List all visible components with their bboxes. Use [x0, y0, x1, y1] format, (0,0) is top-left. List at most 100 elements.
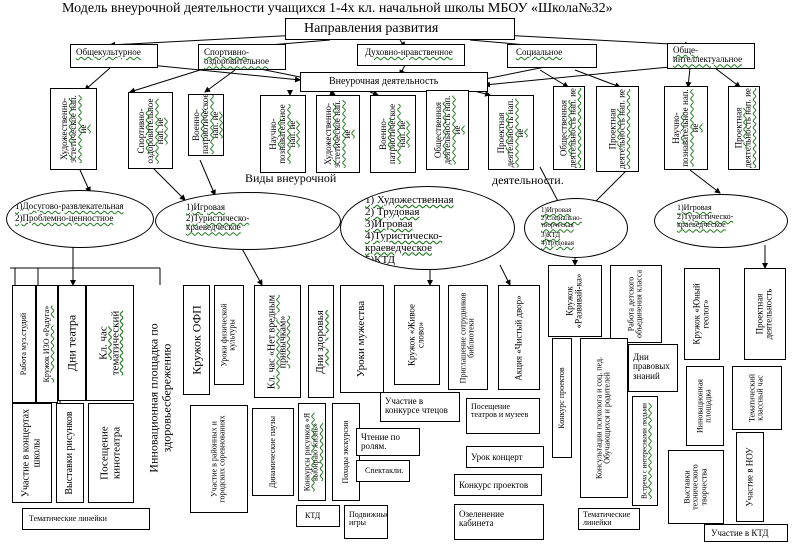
ellipse-item: 1)Игровая: [541, 206, 572, 214]
activity-types-ellipse: 1) Художественная 2) Трудовая 3)Игровая …: [340, 186, 515, 270]
activity-types-ellipse: 1)Досугово-развлекательная 2)Проблемно-ц…: [6, 190, 154, 248]
program-box: Художественно-эстетическое нап. ие: [316, 95, 360, 173]
result-label: Озеленение кабинета: [459, 509, 504, 529]
ellipse-item: 2)Социально-творческая: [541, 214, 582, 230]
root-directions-box: Направления развития: [285, 18, 515, 40]
direction-box: Спортивно-оздоровительное: [198, 44, 286, 70]
result-box: Посещение театров и музеев: [466, 398, 540, 434]
activity-box: Кружок ОФП: [183, 285, 210, 395]
activity-label: Кружок ОФП: [189, 305, 204, 375]
result-box: Консультации психолога и соц. пед. Обуча…: [580, 338, 628, 498]
activity-label: Кружок «Развивай-ка»: [564, 273, 584, 329]
result-box: Подвижные игры: [344, 505, 388, 539]
center-box: Внеурочная деятельность: [300, 72, 488, 92]
program-label: Военно-патриотическое нап. ие: [377, 103, 407, 165]
direction-label: Духовно-нравственное: [365, 47, 453, 57]
ellipse-item: 1) Художественная: [365, 194, 454, 206]
activity-label: Акция «Чистый двор»: [513, 294, 524, 381]
program-label: Научно-познавательное нап. ие: [670, 89, 700, 167]
activity-label: Дни здоровья: [314, 309, 327, 374]
activity-box: Дни театра: [58, 285, 86, 401]
result-box: Тематические линейки: [22, 508, 150, 530]
result-box: Выставки рисунков: [56, 403, 84, 503]
activity-types-ellipse: 1)Игровая 2)Социально-творческая 3)КТД 4…: [524, 198, 628, 258]
activity-label: Кружок ИЗО «Радуга»: [41, 305, 51, 383]
program-box: Общественная деятельность нап. ие: [426, 90, 469, 170]
direction-box: Обще-интеллектуальное: [667, 43, 755, 69]
result-label: Участие в районных и городских соревнова…: [209, 415, 227, 503]
activity-box: Кружок «Юный геолог»: [684, 268, 720, 360]
result-box: Конкурсы рисунков «Я выбираю жизнь»: [298, 403, 326, 501]
direction-box: Духовно-нравственное: [357, 44, 465, 66]
ellipse-item: 3)Игровая: [365, 218, 413, 230]
result-box: Выставки технического творчества: [668, 450, 724, 524]
direction-label: Социальное: [516, 47, 563, 57]
direction-label: Общекультурное: [76, 47, 141, 57]
ellipse-item: 2)Проблемно-ценностное: [15, 213, 114, 223]
result-box: Урок концерт: [466, 446, 544, 468]
activity-label: Уроки мужества: [355, 300, 368, 378]
center-label: Внеурочная деятельность: [329, 76, 439, 87]
kinds-label: Виды внеурочной: [245, 171, 337, 185]
result-label: Посещение театров и музеев: [471, 402, 529, 420]
result-box: Дни правовых знаний: [628, 344, 678, 392]
result-box: Посещение кинотеатра: [88, 403, 134, 503]
result-label: Спектакли.: [365, 466, 404, 475]
program-label: Проектная деятельность нап. ие: [733, 88, 753, 168]
activity-box: Приглашение сотрудников библиотеки: [448, 285, 488, 390]
result-label: КТД: [305, 511, 321, 520]
activity-box: Кружок «Живое слово»: [394, 285, 440, 385]
activity-label: Дни театра: [64, 314, 79, 372]
activity-box: Инновационная площадка по здоровьесбереж…: [140, 285, 180, 511]
result-box: Конкурс проектов: [552, 338, 572, 458]
ellipse-item: 4)Трудовая: [541, 239, 574, 247]
result-label: Встреча с интересными людьми: [640, 403, 649, 499]
program-label: Спортивно-оздоровительное нап. ие: [135, 98, 165, 163]
direction-label: Спортивно-оздоровительное: [204, 47, 269, 67]
result-box: Тематический классный час: [732, 366, 782, 430]
result-label: Посещение кинотеатра: [98, 426, 122, 480]
activity-box: Кл. час «Нет вредным привычкам»: [254, 285, 301, 398]
activity-box: Уроки мужества: [340, 285, 384, 393]
ellipse-item: 1)Игровая: [186, 202, 225, 212]
result-label: Тематический классный час: [747, 373, 765, 423]
result-box: Участие в конкурсе чтецов: [380, 392, 460, 422]
program-label: Художественно-эстетическое нап. ие: [322, 100, 352, 168]
activity-types-ellipse: 1)Игровая 2)Туристическо-краеведческое: [155, 192, 341, 250]
program-label: Общественная деятельность нап. ие: [432, 95, 462, 165]
program-box: Общественная деятельность нап. ие: [553, 86, 585, 170]
kinds-label-2: деятельности.: [492, 173, 564, 187]
program-box: Военно-патриотическое нап. ие: [188, 94, 224, 156]
result-label: Тематические линейки: [583, 510, 631, 528]
ellipse-item: 4)Туристическо-краеведческое: [365, 230, 443, 254]
activity-label: Кл. час тематический: [97, 310, 121, 376]
program-label: Проектная деятельность нап. ие: [495, 98, 525, 167]
program-box: Проектная деятельность нап. ие: [488, 95, 534, 170]
result-box: Участие в КТД: [704, 524, 788, 542]
activity-label: Работа детского объединения класса: [626, 269, 644, 339]
activity-label: Кл. час «Нет вредным привычкам»: [266, 294, 288, 389]
result-box: Чтение по ролям.: [356, 428, 420, 456]
result-label: Инновационная площадка: [695, 379, 713, 433]
activity-box: Работа муз.студий: [12, 285, 36, 403]
result-box: Озеленение кабинета: [454, 504, 544, 540]
activity-box: Кружок «Развивай-ка»: [548, 265, 602, 337]
result-label: Конкурс проектов: [556, 367, 566, 429]
program-label: Проектная деятельность нап. ие: [607, 89, 627, 169]
result-box: Спектакли.: [356, 460, 410, 482]
program-label: Научно-познавательное нап. ие: [267, 104, 297, 164]
result-label: Участие в конкурсе чтецов: [385, 396, 448, 416]
result-box: КТД: [296, 505, 340, 527]
result-label: Выставки рисунков: [63, 411, 75, 495]
result-label: Конкурс проектов: [459, 480, 529, 490]
ellipse-item: 2)Туристическо-краеведческое: [677, 212, 734, 230]
program-label: Художественно-эстетическое нап. ие: [58, 95, 88, 163]
result-box: Инновационная площадка: [686, 366, 724, 446]
result-label: Чтение по ролям.: [361, 432, 400, 452]
result-label: Конкурсы рисунков «Я выбираю жизнь»: [302, 412, 320, 492]
program-label: Военно-патриотическое нап. ие: [190, 94, 220, 154]
result-label: Консультации психолога и соц. пед. Обуча…: [594, 356, 612, 480]
result-label: Участие в НОУ: [744, 447, 755, 507]
result-label: Выставки технического творчества: [682, 464, 709, 510]
